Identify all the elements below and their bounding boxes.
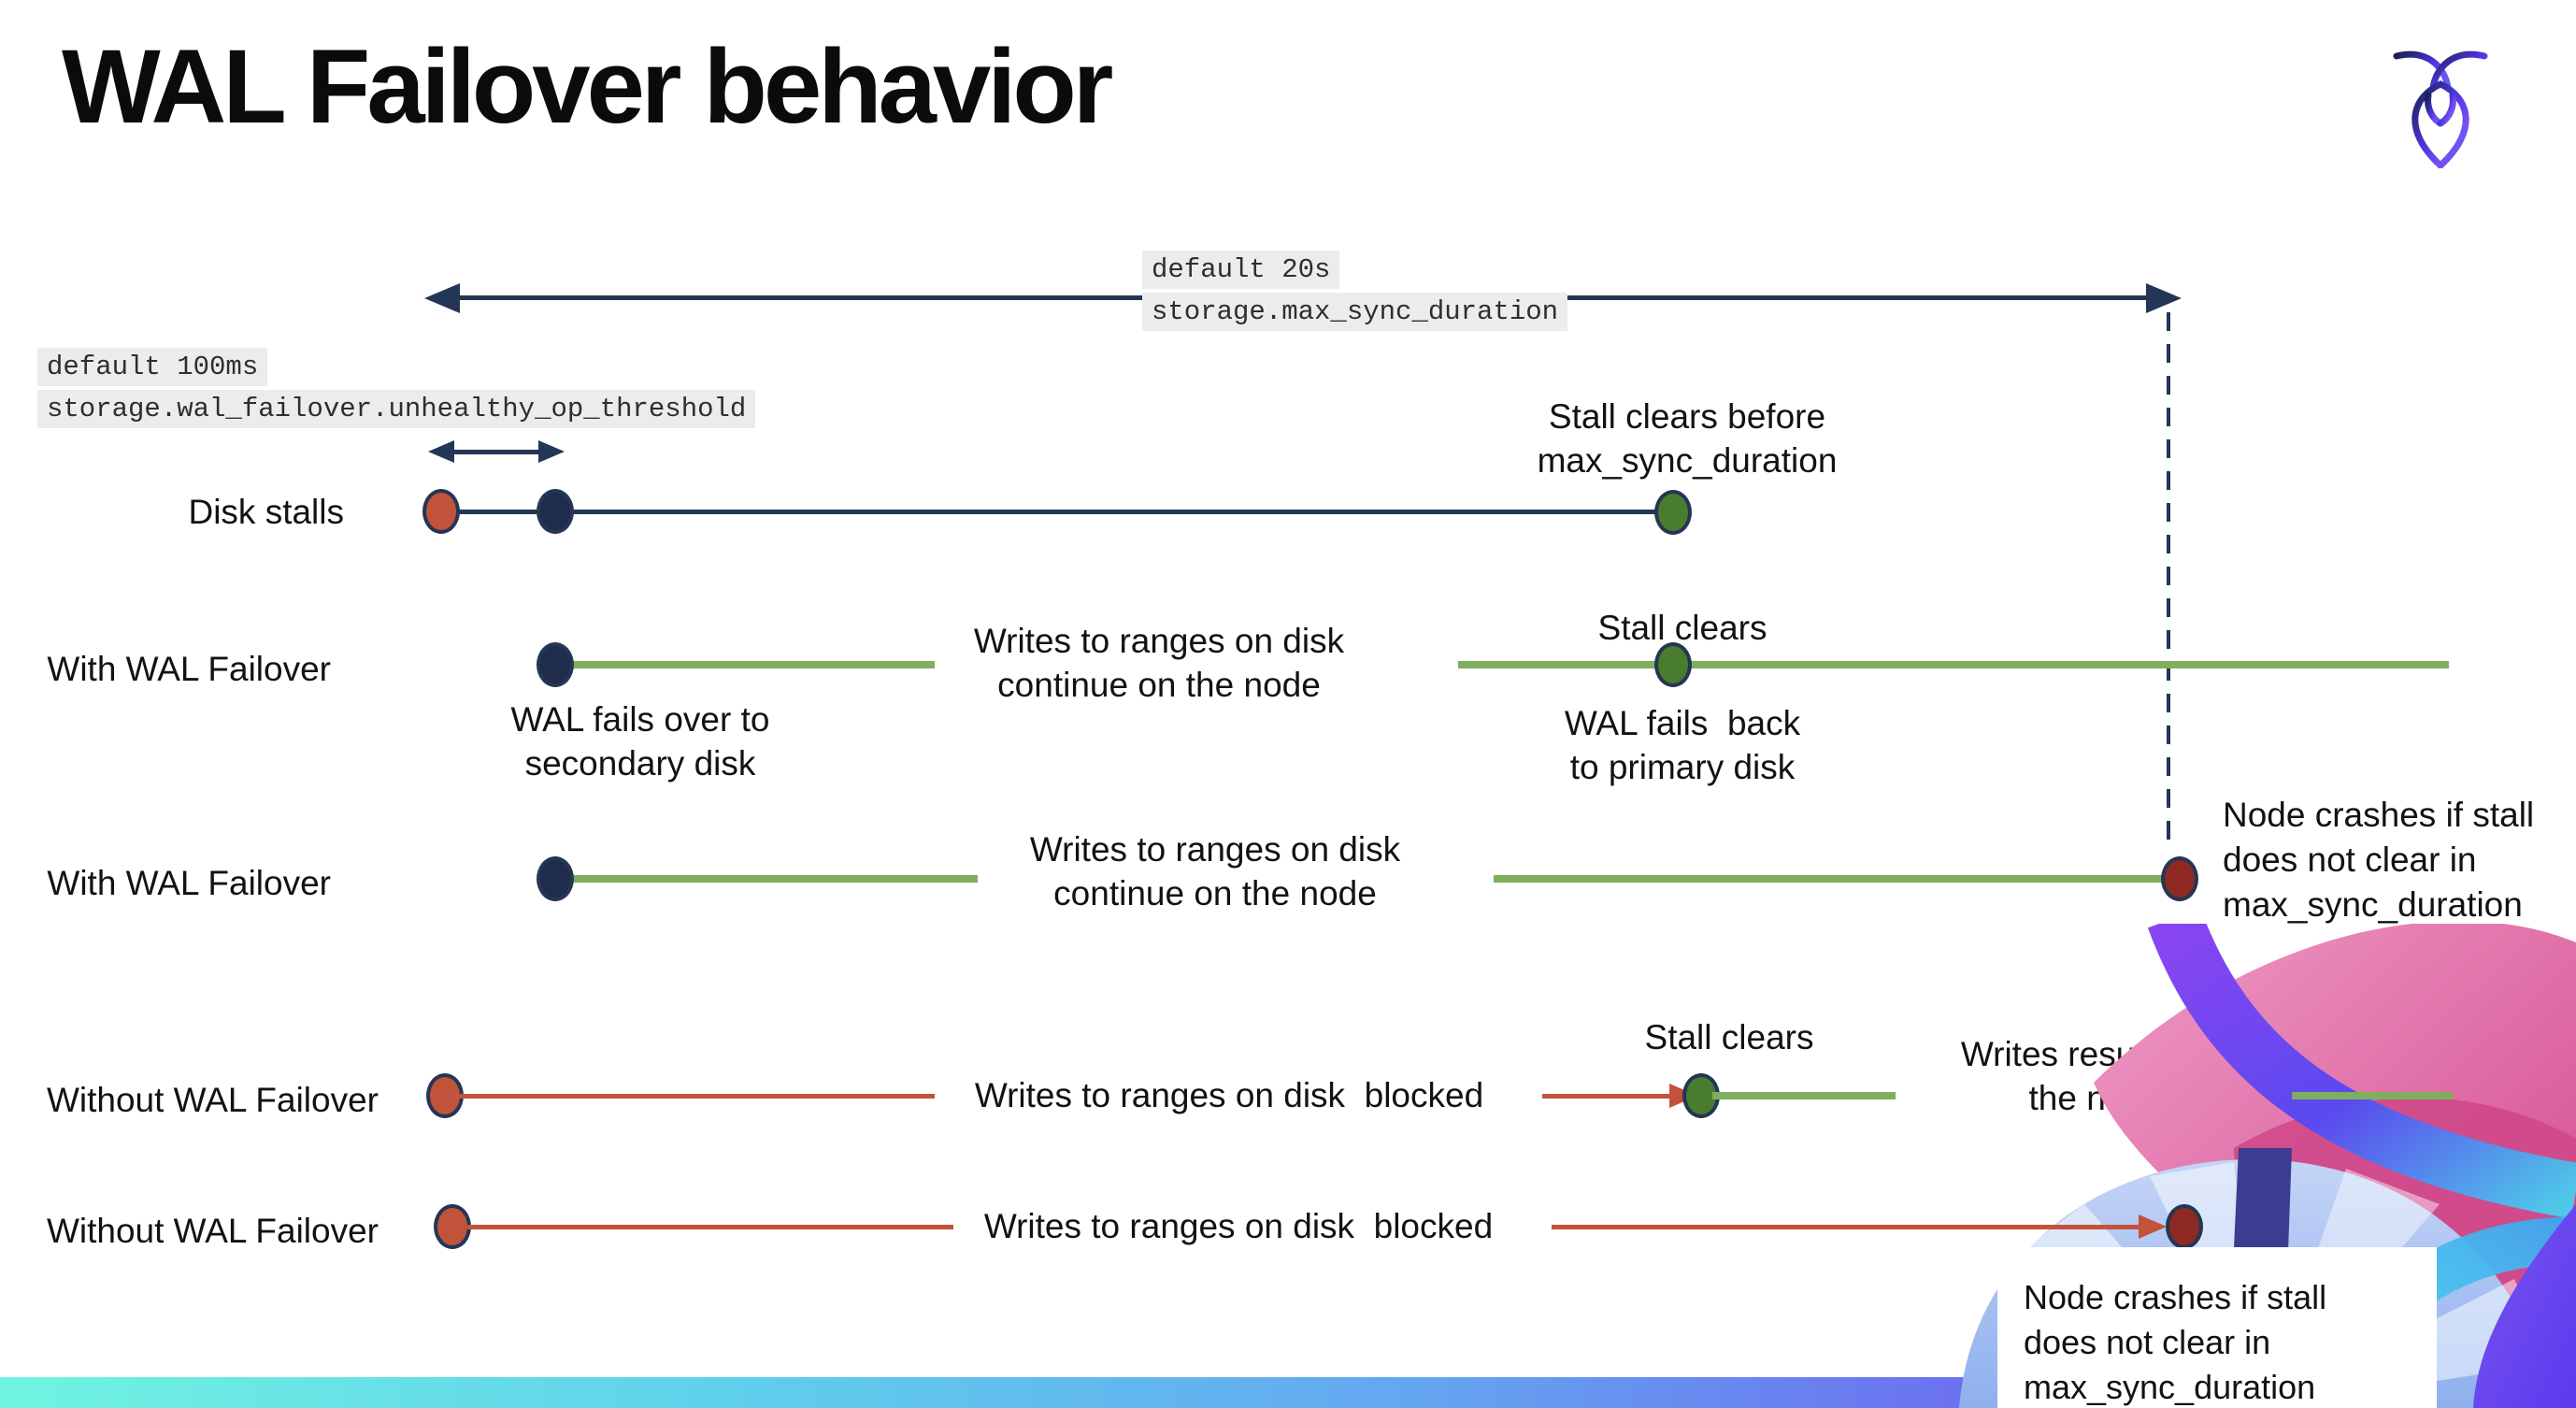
writes-continue-note-1: Writes to ranges on disk continue on the… — [973, 622, 1345, 704]
resume-green-line-1a — [1712, 1092, 1896, 1099]
red-arrowhead-icon-2 — [2139, 1214, 2167, 1239]
writes-continue-note-2: Writes to ranges on disk continue on the… — [1029, 830, 1401, 912]
node-crashes-note-2: Node crashes if stall does not clear in … — [2024, 1278, 2327, 1406]
unhealthy-op-threshold-label: default 100ms storage.wal_failover.unhea… — [37, 348, 756, 428]
writes-blocked-note-1: Writes to ranges on disk blocked — [974, 1076, 1484, 1114]
arrow-left-icon — [424, 283, 460, 313]
failover-dot-1 — [537, 642, 574, 687]
arrow-right-icon — [2146, 283, 2182, 313]
max-sync-duration-label: default 20s storage.max_sync_duration — [1142, 251, 1568, 331]
node-crashes-note-box: Node crashes if stall does not clear in … — [1997, 1247, 2437, 1408]
row-label-disk-stalls: Disk stalls — [188, 493, 344, 531]
with-failover-green-line-2a — [568, 875, 978, 883]
node-crashes-note-1: Node crashes if stall does not clear in … — [2223, 796, 2535, 924]
page-title: WAL Failover behavior — [62, 28, 1113, 145]
blocked-red-line-2b — [1552, 1225, 2139, 1229]
resume-green-line-1b — [2292, 1092, 2453, 1099]
unhealthy-op-setting-text: storage.wal_failover.unhealthy_op_thresh… — [37, 390, 756, 428]
stall-clears-before-note: Stall clears before max_sync_duration — [1537, 397, 1838, 480]
row-label-with-wal-failover-1: With WAL Failover — [47, 650, 331, 688]
writes-blocked-note-2: Writes to ranges on disk blocked — [983, 1207, 1494, 1245]
unhealthy-op-default-text: default 100ms — [37, 348, 268, 386]
disk-stalls-timeline — [441, 510, 1673, 514]
small-arrow-left-icon — [428, 440, 454, 463]
with-failover-green-line-1b — [1458, 661, 2449, 668]
disk-stall-start-dot — [422, 489, 460, 534]
failback-dot — [1654, 642, 1692, 687]
max-sync-deadline-dashed-line — [2167, 312, 2170, 853]
wal-fails-over-note: WAL fails over to secondary disk — [510, 700, 770, 783]
node-crash-dot-1 — [2161, 856, 2198, 901]
blocked-red-line-2a — [452, 1225, 953, 1229]
with-failover-green-line-2b — [1494, 875, 2163, 883]
wal-fails-back-note: WAL fails back to primary disk — [1564, 704, 1801, 786]
row-label-with-wal-failover-2: With WAL Failover — [47, 864, 331, 902]
blocked-red-line-1b — [1542, 1094, 1669, 1099]
max-sync-setting-text: storage.max_sync_duration — [1142, 293, 1568, 331]
threshold-reached-dot — [537, 489, 574, 534]
blocked-red-line-1a — [445, 1094, 935, 1099]
threshold-arrow-line — [452, 450, 540, 454]
with-failover-green-line-1a — [561, 661, 935, 668]
max-sync-default-text: default 20s — [1142, 251, 1340, 289]
small-arrow-right-icon — [538, 440, 565, 463]
row-label-without-wal-failover-2: Without WAL Failover — [46, 1212, 379, 1250]
node-crash-dot-2 — [2166, 1204, 2203, 1249]
failover-dot-2 — [537, 856, 574, 901]
cockroachdb-logo-icon — [2393, 50, 2488, 168]
stall-clears-dot — [1654, 490, 1692, 535]
stall-clears-note-1: Stall clears — [1597, 609, 1767, 647]
stall-clears-note-2: Stall clears — [1644, 1018, 1814, 1056]
row-label-without-wal-failover-1: Without WAL Failover — [46, 1081, 379, 1119]
